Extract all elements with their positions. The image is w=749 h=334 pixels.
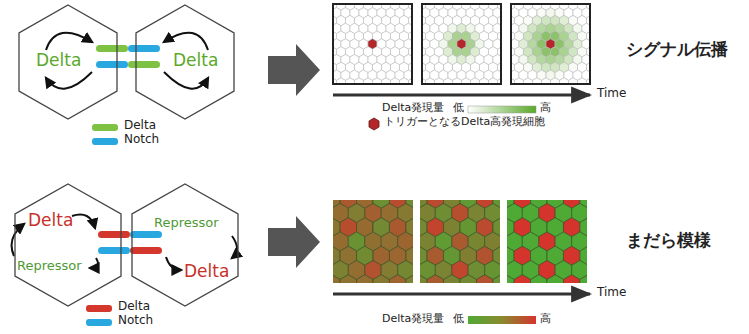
time-arrow [333,94,590,97]
legend-text: Notch [124,133,159,147]
cell-label: Delta [36,51,81,71]
process-arrow [268,216,320,268]
cell-hexagon: Delta [18,4,118,120]
cell-label: Delta [28,211,73,231]
process-arrow [268,44,320,96]
ligand-receptor-bars [96,45,160,68]
legend-text: Notch [118,314,153,328]
legend-swatch [86,305,112,312]
legend-swatch [92,124,118,131]
axis-label: Time [597,286,626,300]
legend-note: トリガーとなるDelta高発現細胞 [384,116,545,129]
trigger-cell-icon [369,118,379,130]
cell-grid [420,200,500,283]
legend-swatch [92,138,118,145]
cell-grid [333,200,413,283]
cell-label: Repressor [17,259,82,274]
scale-end: 高 [540,313,551,326]
legend-text: Delta [118,300,150,314]
cell-label: Delta [173,51,218,71]
gradient-bar [468,106,536,113]
cell-hexagon: DeltaRepressor [14,183,122,307]
cell-hexagon: RepressorDelta [131,183,239,307]
cell-label: Delta [184,262,229,282]
gradient-bar [468,316,536,324]
cell-hexagon: Delta [135,4,235,120]
scale-end: 低 [453,102,464,115]
legend-title: Delta発現量 [382,313,444,326]
axis-label: Time [597,87,626,101]
time-arrow [333,293,590,296]
cell-outline [14,183,122,307]
panel-title: シグナル伝播 [626,40,728,60]
cell-grid [507,200,587,283]
panel-frame [333,4,590,84]
legend-swatch [86,319,112,326]
panel-title: まだら模様 [626,231,711,251]
scale-end: 低 [453,313,464,326]
legend-text: Delta [124,119,156,133]
cell-label: Repressor [154,216,219,231]
cell-outline [131,183,239,307]
ligand-receptor-bars [98,231,162,254]
cell-grid [511,4,590,84]
cell-grid [333,4,412,84]
cell-grid [422,4,501,84]
legend-title: Delta発現量 [382,102,444,115]
scale-end: 高 [540,102,551,115]
